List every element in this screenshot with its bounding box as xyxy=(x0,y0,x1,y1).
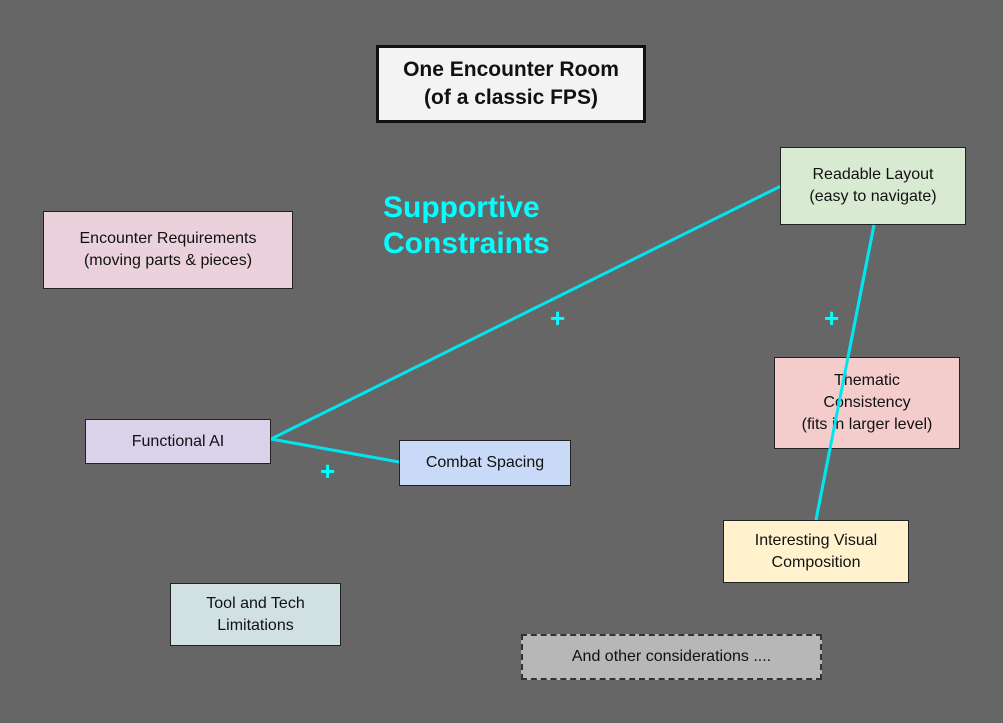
node-label: Thematic xyxy=(834,372,900,389)
supportive-constraints-heading: Supportive Constraints xyxy=(383,190,550,262)
node-readable-layout[interactable]: Readable Layout (easy to navigate) xyxy=(780,147,966,225)
title-line1: One Encounter Room xyxy=(403,58,619,81)
plus-sign-ai-combat: + xyxy=(320,456,336,486)
heading-line1: Supportive xyxy=(383,191,540,224)
heading-line2: Constraints xyxy=(383,227,550,260)
node-other-considerations[interactable]: And other considerations .... xyxy=(521,634,822,680)
node-label: Readable Layout xyxy=(812,166,934,183)
node-label: Tool and Tech xyxy=(206,594,305,612)
node-interesting-visual-composition[interactable]: Interesting Visual Composition xyxy=(723,520,909,583)
node-sublabel: Composition xyxy=(771,553,861,571)
node-label: Interesting Visual xyxy=(754,531,878,549)
node-label: Encounter Requirements xyxy=(79,230,257,247)
node-sublabel: Limitations xyxy=(217,616,294,634)
title-line2: (of a classic FPS) xyxy=(424,86,598,109)
node-tool-tech-limitations[interactable]: Tool and Tech Limitations xyxy=(170,583,341,646)
node-sublabel: (moving parts & pieces) xyxy=(83,252,253,269)
node-encounter-requirements[interactable]: Encounter Requirements (moving parts & p… xyxy=(43,211,293,289)
node-functional-ai[interactable]: Functional AI xyxy=(85,419,271,464)
plus-sign-readable-visual: + xyxy=(824,303,840,333)
node-combat-spacing[interactable]: Combat Spacing xyxy=(399,440,571,486)
node-sublabel: (easy to navigate) xyxy=(809,188,937,205)
node-thematic-consistency[interactable]: Thematic Consistency (fits in larger lev… xyxy=(774,357,960,449)
node-sublabel: (fits in larger level) xyxy=(801,416,933,433)
plus-sign-ai-readable: + xyxy=(550,303,566,333)
node-label-2: Consistency xyxy=(823,394,911,411)
node-label: Combat Spacing xyxy=(425,454,545,471)
node-label: Functional AI xyxy=(131,432,225,450)
title-box[interactable]: One Encounter Room (of a classic FPS) xyxy=(376,45,646,123)
node-label: And other considerations .... xyxy=(571,648,772,665)
